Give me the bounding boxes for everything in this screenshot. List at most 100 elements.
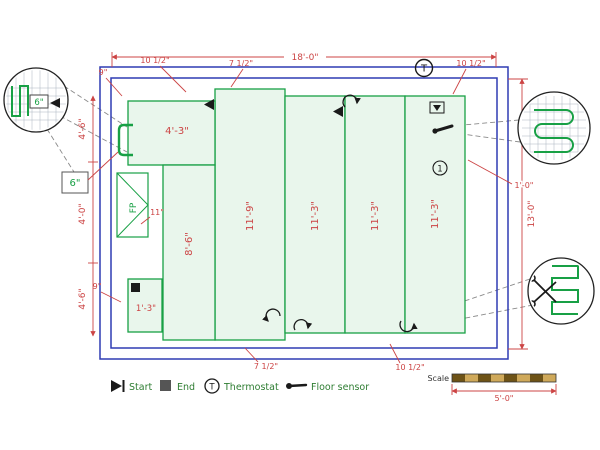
dim-top-right-offset: 10 1/2" (456, 59, 485, 68)
mat-3-label: 11'-9" (245, 201, 256, 231)
start-marker-2 (333, 106, 343, 117)
detail-3-cable (551, 265, 579, 315)
fireplace-hatch (116, 172, 149, 238)
mat-4 (284, 95, 346, 334)
mat-6-label: 11'-3" (430, 199, 441, 229)
room-walls (99, 66, 509, 360)
dim-total-height: 13'-0" (527, 200, 537, 227)
scale-seg-6 (517, 374, 530, 382)
leader-top-left (159, 65, 187, 93)
leader-detail1-b (59, 115, 128, 153)
scale-bar-frame (451, 373, 557, 383)
end-icon (160, 380, 171, 391)
sensor-marker-box (429, 101, 445, 114)
cable-entry-loop (117, 123, 133, 157)
mat-7-label: 1'-3" (136, 304, 156, 314)
leader-detail2-b (454, 132, 521, 143)
dim-offset-bottom: 9" (93, 282, 102, 291)
detail-1-label: 6" (34, 98, 43, 108)
scale-seg-7 (530, 374, 543, 382)
six-inch-leader (87, 151, 119, 181)
mat-labels: 4'-3" 8'-6" 11'-9" 11'-3" 11'-3" 11'-3" … (136, 126, 441, 314)
scale-seg-5 (504, 374, 517, 382)
start-marker-1 (204, 99, 214, 110)
legend: Start End T Thermostat Floor sensor (111, 378, 369, 394)
dim-left-middle: 4'-0" (78, 203, 88, 224)
dim-right-offset: 1'-0" (515, 181, 534, 190)
scale-label: Scale (427, 374, 449, 383)
detail-2-cable (534, 109, 574, 153)
loop-arrow-4 (399, 320, 418, 333)
loop-arrow-3 (293, 318, 313, 331)
thermostat-icon (204, 378, 220, 394)
scale-seg-8 (543, 374, 556, 382)
plan-symbols: T 1 (131, 58, 454, 333)
six-inch-text: 6" (70, 178, 81, 189)
scale-seg-4 (491, 374, 504, 382)
leader-top-right (452, 68, 467, 95)
scale-seg-1 (452, 374, 465, 382)
mat-5 (344, 95, 406, 334)
dim-bottom-left: 7 1/2" (254, 362, 278, 371)
detail-1-label-box (29, 94, 49, 109)
mat-1 (127, 100, 216, 166)
detail-1-arrow (50, 98, 60, 108)
detail-1-cable (11, 85, 29, 117)
loop-arrow-2 (262, 308, 281, 322)
mat-5-label: 11'-3" (370, 201, 381, 231)
mat-1-label: 4'-3" (165, 126, 189, 137)
legend-start-label: Start (129, 382, 152, 393)
dim-left-upper: 4'-6" (78, 118, 88, 139)
legend-thermostat-label: Thermostat (223, 382, 279, 393)
leader-bottom-left (244, 347, 259, 363)
six-inch-note: 6" (61, 151, 119, 194)
callout-1-circle (432, 160, 448, 176)
leader-right-offset (467, 159, 513, 185)
floor-sensor-dot (432, 128, 438, 134)
legend-floor-sensor-label: Floor sensor (311, 382, 369, 393)
dim-top-mid-offset: 7 1/2" (229, 59, 253, 68)
scissors-icon-blade (533, 279, 557, 303)
mat-2 (162, 164, 216, 341)
fireplace: FP (116, 172, 149, 238)
scale-seg-2 (465, 374, 478, 382)
mat-2-label: 8'-6" (184, 232, 195, 256)
leader-detail1-c (46, 128, 75, 173)
dim-total-width: 18'-0" (291, 53, 318, 63)
mat-6 (404, 95, 466, 334)
leader-offset-top (105, 77, 123, 97)
scale-bar: Scale 5'-0" (427, 373, 557, 403)
scale-length-label: 5'-0" (495, 394, 514, 403)
leader-bottom-right (389, 343, 401, 364)
leader-detail3-b (413, 304, 534, 329)
loop-arrow-1 (342, 94, 361, 108)
detail-circle-2 (517, 91, 591, 165)
callout-1-number: 1 (437, 165, 442, 175)
inner-wall (110, 77, 498, 349)
start-icon (111, 380, 122, 392)
dim-top-left-offset: 10 1/2" (140, 56, 169, 65)
leader-detail3-a (413, 278, 531, 319)
floor-sensor-icon-lead (287, 383, 308, 388)
detail-circle-1: 6" (3, 67, 69, 133)
leader-offset-bottom (100, 291, 122, 303)
dim-bottom-right: 10 1/2" (395, 363, 424, 372)
dim-left-lower: 4'-6" (78, 288, 88, 309)
fireplace-label: FP (129, 202, 139, 213)
six-inch-box (61, 171, 89, 194)
heating-mats (117, 88, 466, 341)
detail-2-content (522, 96, 586, 160)
thermostat-symbol (414, 58, 434, 78)
legend-end-label: End (177, 382, 195, 393)
fp-offset-leader (140, 216, 151, 225)
floor-sensor-symbol (433, 124, 454, 133)
end-marker (131, 283, 140, 292)
fp-offset-label: 11" (150, 208, 164, 217)
dim-offset-top: 9" (99, 68, 108, 77)
mat-4-label: 11'-3" (310, 201, 321, 231)
sensor-marker-triangle (433, 105, 441, 111)
thermostat-icon-letter: T (208, 383, 215, 393)
scale-seg-3 (478, 374, 491, 382)
detail-1-content: 6" (6, 70, 66, 130)
